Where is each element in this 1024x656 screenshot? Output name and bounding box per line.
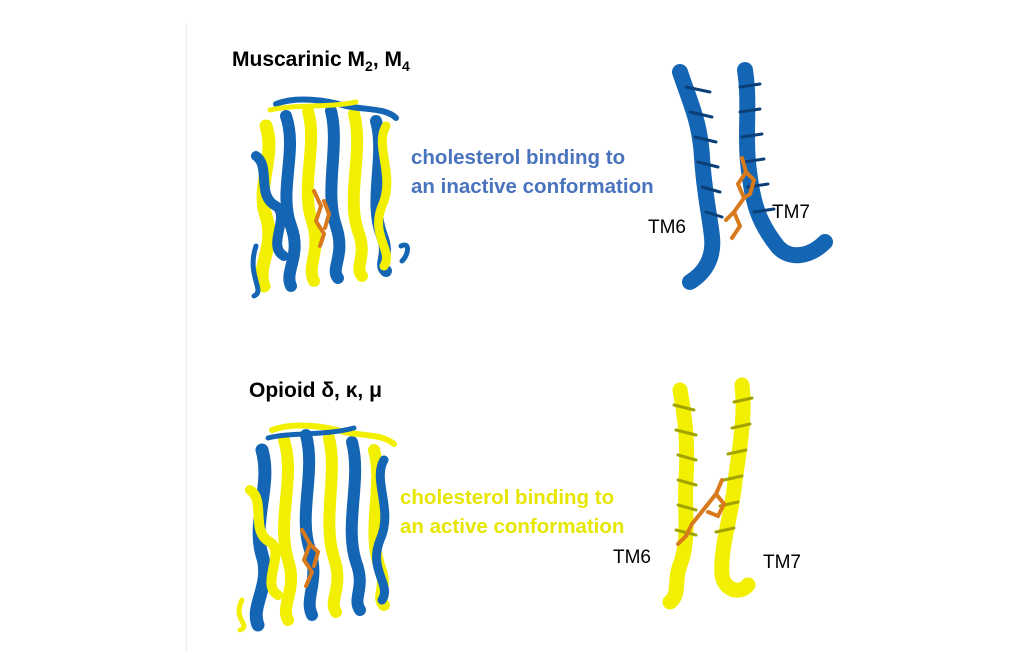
tm6-label-bottom: TM6 xyxy=(613,547,651,568)
tm6-tm7-inactive-helices xyxy=(672,62,833,290)
muscarinic-receptor-overlay xyxy=(250,96,410,299)
opioid-title: Opioid δ, κ, μ xyxy=(249,379,382,402)
muscarinic-title: Muscarinic M2, M4 xyxy=(232,48,410,75)
tm7-label-bottom: TM7 xyxy=(763,552,801,573)
vertical-divider xyxy=(186,22,187,652)
tm6-tm7-active-helices xyxy=(662,377,756,610)
caption-line-1: cholesterol binding to xyxy=(411,146,626,169)
tm6-label-top: TM6 xyxy=(648,217,686,238)
caption-line-1: cholesterol binding to xyxy=(400,486,615,509)
tm7-label-top: TM7 xyxy=(772,202,810,223)
inactive-caption: cholesterol binding to an inactive confo… xyxy=(411,143,654,201)
active-caption: cholesterol binding to an active conform… xyxy=(400,483,624,541)
caption-line-2: an active conformation xyxy=(400,515,625,538)
caption-line-2: an inactive conformation xyxy=(411,175,654,198)
opioid-receptor-overlay xyxy=(236,422,397,633)
